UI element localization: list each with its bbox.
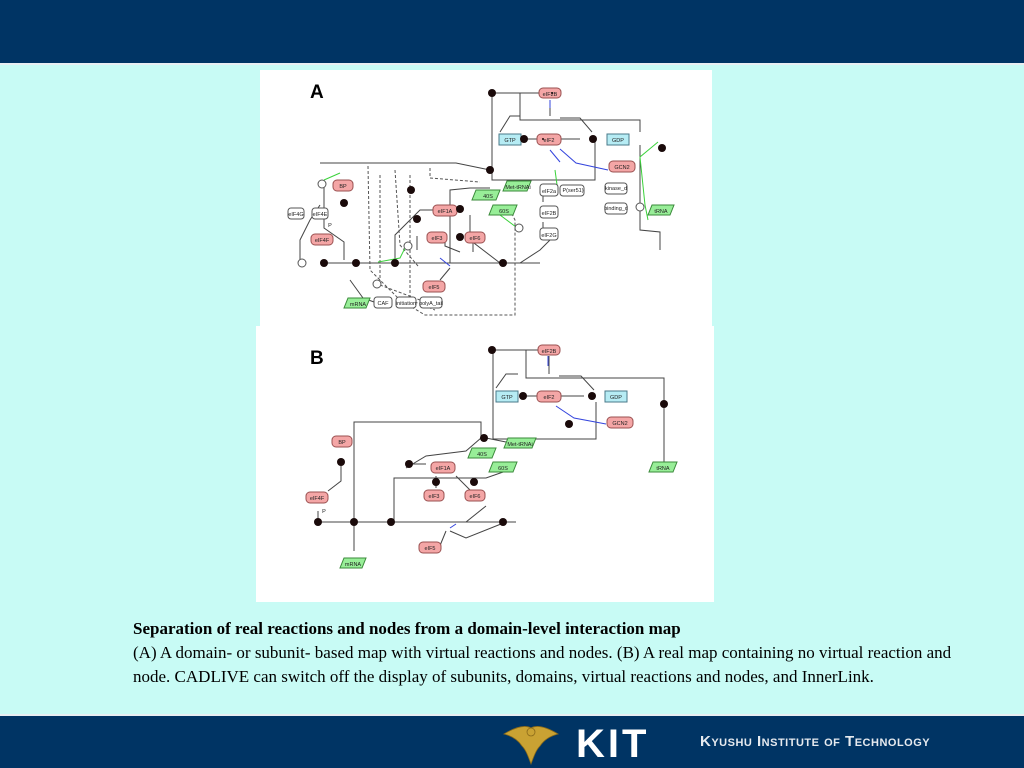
svg-text:binding_d: binding_d [604,206,628,212]
svg-text:GTP: GTP [501,395,513,401]
svg-text:tRNA: tRNA [654,209,667,215]
svg-text:eIF2a: eIF2a [542,189,557,195]
svg-text:eIF2: eIF2 [543,138,554,144]
svg-text:BP: BP [339,184,347,190]
figure-caption: Separation of real reactions and nodes f… [133,617,973,689]
svg-text:tRNA: tRNA [656,466,669,472]
svg-text:eIF4F: eIF4F [315,238,330,244]
svg-text:GTP: GTP [504,138,516,144]
svg-text:kinase_d: kinase_d [605,186,627,192]
figure-panel-a: A [260,70,712,326]
svg-text:eIF4G: eIF4G [288,212,303,218]
svg-text:eIF4F: eIF4F [310,496,325,502]
svg-text:eIF2B: eIF2B [542,349,557,355]
eagle-emblem-icon [502,726,560,766]
svg-text:eIF4E: eIF4E [313,212,328,218]
caption-title: Separation of real reactions and nodes f… [133,619,681,638]
svg-text:GCN2: GCN2 [612,421,627,427]
svg-text:eIF1A: eIF1A [438,209,453,215]
institution-name: Kyushu Institute of Technology [700,733,931,750]
svg-text:eIF2B: eIF2B [542,211,557,217]
svg-text:eIF3: eIF3 [428,494,439,500]
svg-text:mRNA: mRNA [345,562,362,568]
svg-text:CAF: CAF [378,301,390,307]
caption-body: (A) A domain- or subunit- based map with… [133,643,952,686]
svg-text:BP: BP [338,440,346,446]
svg-text:mRNA: mRNA [350,302,367,308]
svg-text:P: P [328,223,332,229]
svg-text:Met-tRNAi: Met-tRNAi [505,185,530,191]
svg-text:40S: 40S [483,194,493,200]
panel-b-label: B [310,348,324,369]
footer-bar [0,716,1024,768]
svg-text:polyA_tail: polyA_tail [419,301,443,307]
kit-logo-text: KIT [576,722,650,766]
svg-text:initiation: initiation [396,301,416,307]
svg-text:GCN2: GCN2 [614,165,629,171]
svg-text:Met-tRNAi: Met-tRNAi [507,442,532,448]
svg-text:eIF5: eIF5 [424,546,435,552]
header-bar [0,0,1024,63]
svg-text:eIF5: eIF5 [428,285,439,291]
network-map-b: eIF2B GTP eIF2 GDP GCN2 BP Met-tRNAi 40S… [305,344,678,569]
svg-text:GDP: GDP [610,395,622,401]
svg-text:P(ser51): P(ser51) [562,188,583,194]
svg-text:60S: 60S [499,209,509,215]
svg-text:60S: 60S [498,466,508,472]
svg-text:eIF2G: eIF2G [541,233,556,239]
svg-text:eIF6: eIF6 [469,236,480,242]
svg-text:eIF2: eIF2 [543,395,554,401]
svg-text:P: P [322,509,326,515]
panel-a-label: A [310,82,324,103]
svg-text:eIF1A: eIF1A [436,466,451,472]
svg-text:eIF2B: eIF2B [543,92,558,98]
svg-text:40S: 40S [477,452,487,458]
figure-panel-b: B [256,326,714,602]
header-divider [0,63,1024,65]
network-map-a: eIF2B GTP eIF2 GDP GCN2 BP eIF4G eIF4E e… [287,87,675,316]
svg-text:eIF6: eIF6 [469,494,480,500]
footer-divider [0,714,1024,716]
svg-text:GDP: GDP [612,138,624,144]
svg-text:eIF3: eIF3 [431,236,442,242]
